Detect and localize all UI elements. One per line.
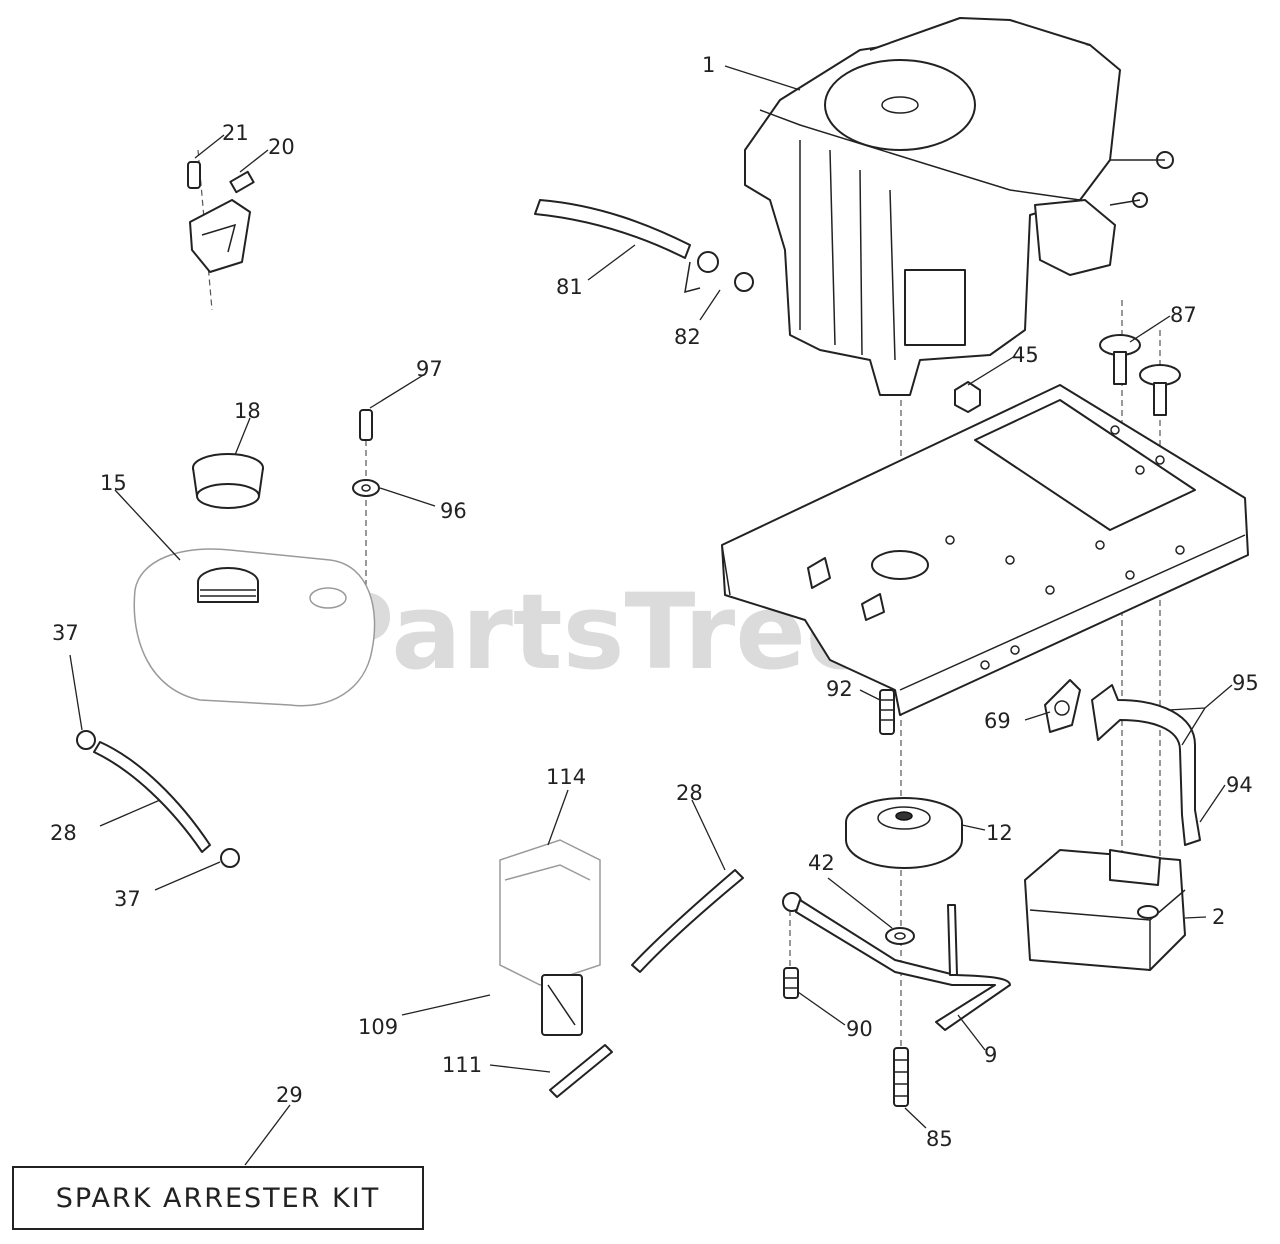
callout-87: 87: [1170, 303, 1197, 327]
callout-2: 2: [1212, 905, 1225, 929]
spark-arrester-kit-box: SPARK ARRESTER KIT: [12, 1166, 424, 1230]
pulley: [845, 797, 963, 869]
bolt-long: [893, 1047, 909, 1107]
ignition-key-switch: [187, 149, 255, 311]
leader-lines: [69, 65, 1233, 1166]
engine-mount-bolts: [954, 334, 1181, 416]
callout-37-bottom: 37: [114, 887, 141, 911]
callout-9: 9: [984, 1043, 997, 1067]
rod: [782, 892, 1011, 1031]
stud: [879, 689, 895, 735]
callout-85: 85: [926, 1127, 953, 1151]
screw-short: [783, 967, 799, 999]
callout-29: 29: [276, 1083, 303, 1107]
callout-1: 1: [702, 53, 715, 77]
callout-20: 20: [268, 135, 295, 159]
fuel-line: [534, 199, 754, 294]
callout-109: 109: [358, 1015, 398, 1039]
callout-92: 92: [826, 677, 853, 701]
callout-82: 82: [674, 325, 701, 349]
callout-42: 42: [808, 851, 835, 875]
fuel-tank: [133, 548, 376, 707]
exhaust-pipe: [1091, 684, 1201, 846]
callout-81: 81: [556, 275, 583, 299]
callout-96: 96: [440, 499, 467, 523]
callout-94: 94: [1226, 773, 1253, 797]
callout-labels: 1 21 20 81 82 87 45 97 18 15 96 37 28 37…: [50, 53, 1259, 1151]
callout-45: 45: [1012, 343, 1039, 367]
bracket: [499, 839, 601, 986]
engine-deck-plate: [721, 384, 1249, 716]
exhaust-gasket: [1044, 679, 1081, 733]
callout-114: 114: [546, 765, 586, 789]
engine: [744, 17, 1174, 396]
callout-28-right: 28: [676, 781, 703, 805]
callout-21: 21: [222, 121, 249, 145]
right-fuel-line: [631, 869, 744, 973]
left-fuel-line: [76, 730, 240, 868]
callout-111: 111: [442, 1053, 482, 1077]
tank-screw-washer: [352, 409, 380, 497]
callout-37-top: 37: [52, 621, 79, 645]
callout-69: 69: [984, 709, 1011, 733]
muffler: [1024, 849, 1186, 971]
callout-28-left: 28: [50, 821, 77, 845]
pin: [549, 1044, 613, 1098]
fuel-cap: [192, 453, 264, 509]
callout-15: 15: [100, 471, 127, 495]
callout-95: 95: [1232, 671, 1259, 695]
callout-18: 18: [234, 399, 261, 423]
spark-arrester-kit-label: SPARK ARRESTER KIT: [55, 1182, 381, 1214]
deflector: [541, 974, 583, 1036]
callout-90: 90: [846, 1017, 873, 1041]
washer: [885, 927, 915, 945]
callout-97: 97: [416, 357, 443, 381]
callout-12: 12: [986, 821, 1013, 845]
